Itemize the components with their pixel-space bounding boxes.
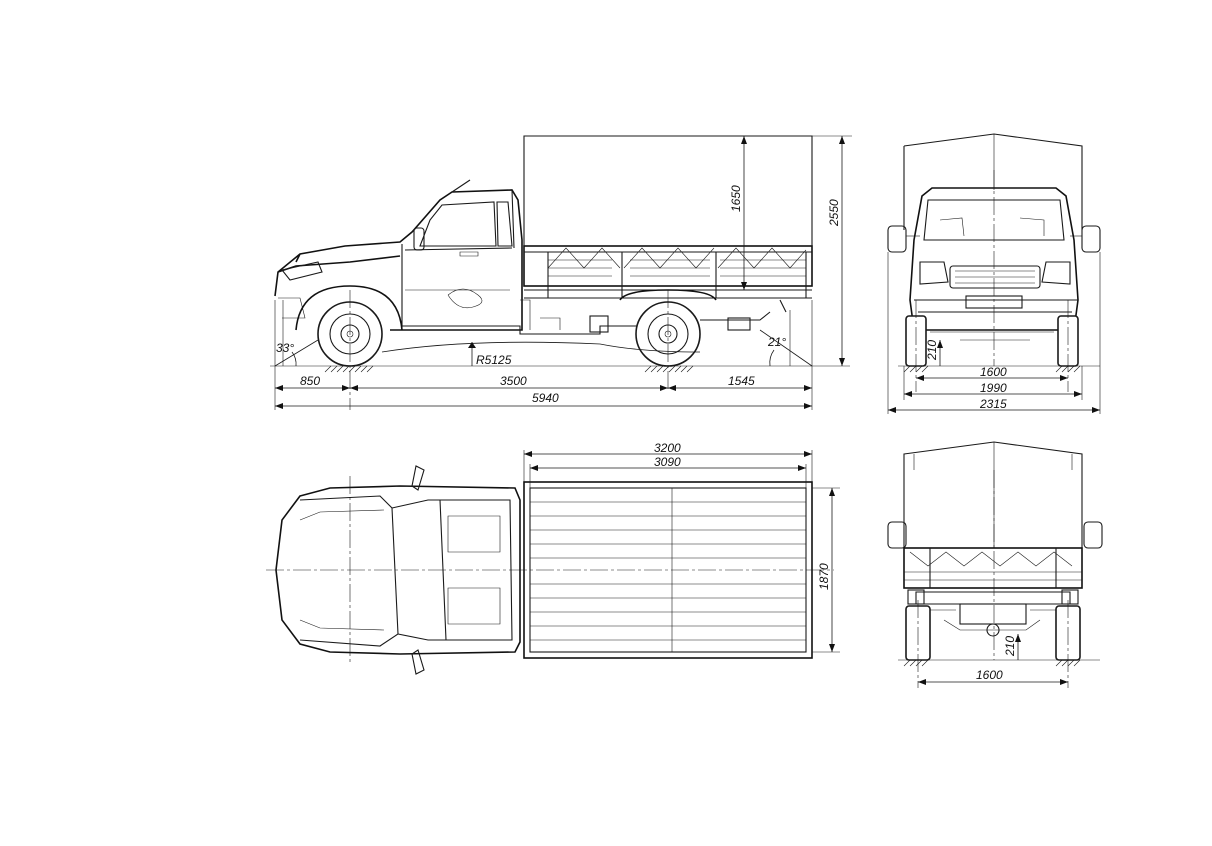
wheelbase-label: 3500: [500, 374, 527, 388]
rear-ground-clearance-label: 210: [1003, 636, 1017, 657]
front-view: 210 1600 1990 2315: [887, 133, 1101, 414]
top-view: 3200 3090 1870: [266, 441, 840, 675]
rear-view: 210 1600: [887, 441, 1103, 688]
ramp-radius-label: R5125: [476, 353, 512, 367]
front-track-label: 1600: [980, 365, 1007, 379]
mirror-width-label: 2315: [979, 397, 1007, 411]
front-windshield: [923, 199, 1065, 241]
overall-height-label: 2550: [827, 199, 841, 227]
platform-inner-length-label: 3090: [654, 455, 681, 469]
body-width-label: 1990: [980, 381, 1007, 395]
front-overhang-label: 850: [300, 374, 320, 388]
front-ground-clearance-label: 210: [925, 340, 939, 361]
platform-height-label: 1650: [729, 185, 743, 212]
side-cab: [274, 189, 523, 331]
side-cargo-body: [523, 135, 813, 299]
overall-length-label: 5940: [532, 391, 559, 405]
platform-outer-length-label: 3200: [654, 441, 681, 455]
approach-angle-label: 33°: [276, 341, 294, 355]
rear-overhang-label: 1545: [728, 374, 755, 388]
ground-hatch-rear: [644, 365, 694, 373]
side-view: 33° 21° R5125 850 3500 1545 5940 1650: [270, 135, 852, 410]
ground-hatch-front: [324, 365, 374, 373]
departure-angle-label: 21°: [767, 335, 786, 349]
rear-track-label: 1600: [976, 668, 1003, 682]
rear-tailboard: [903, 547, 1083, 589]
platform-width-label: 1870: [817, 563, 831, 590]
top-cargo-slats: [530, 488, 806, 652]
side-window: [419, 201, 497, 247]
